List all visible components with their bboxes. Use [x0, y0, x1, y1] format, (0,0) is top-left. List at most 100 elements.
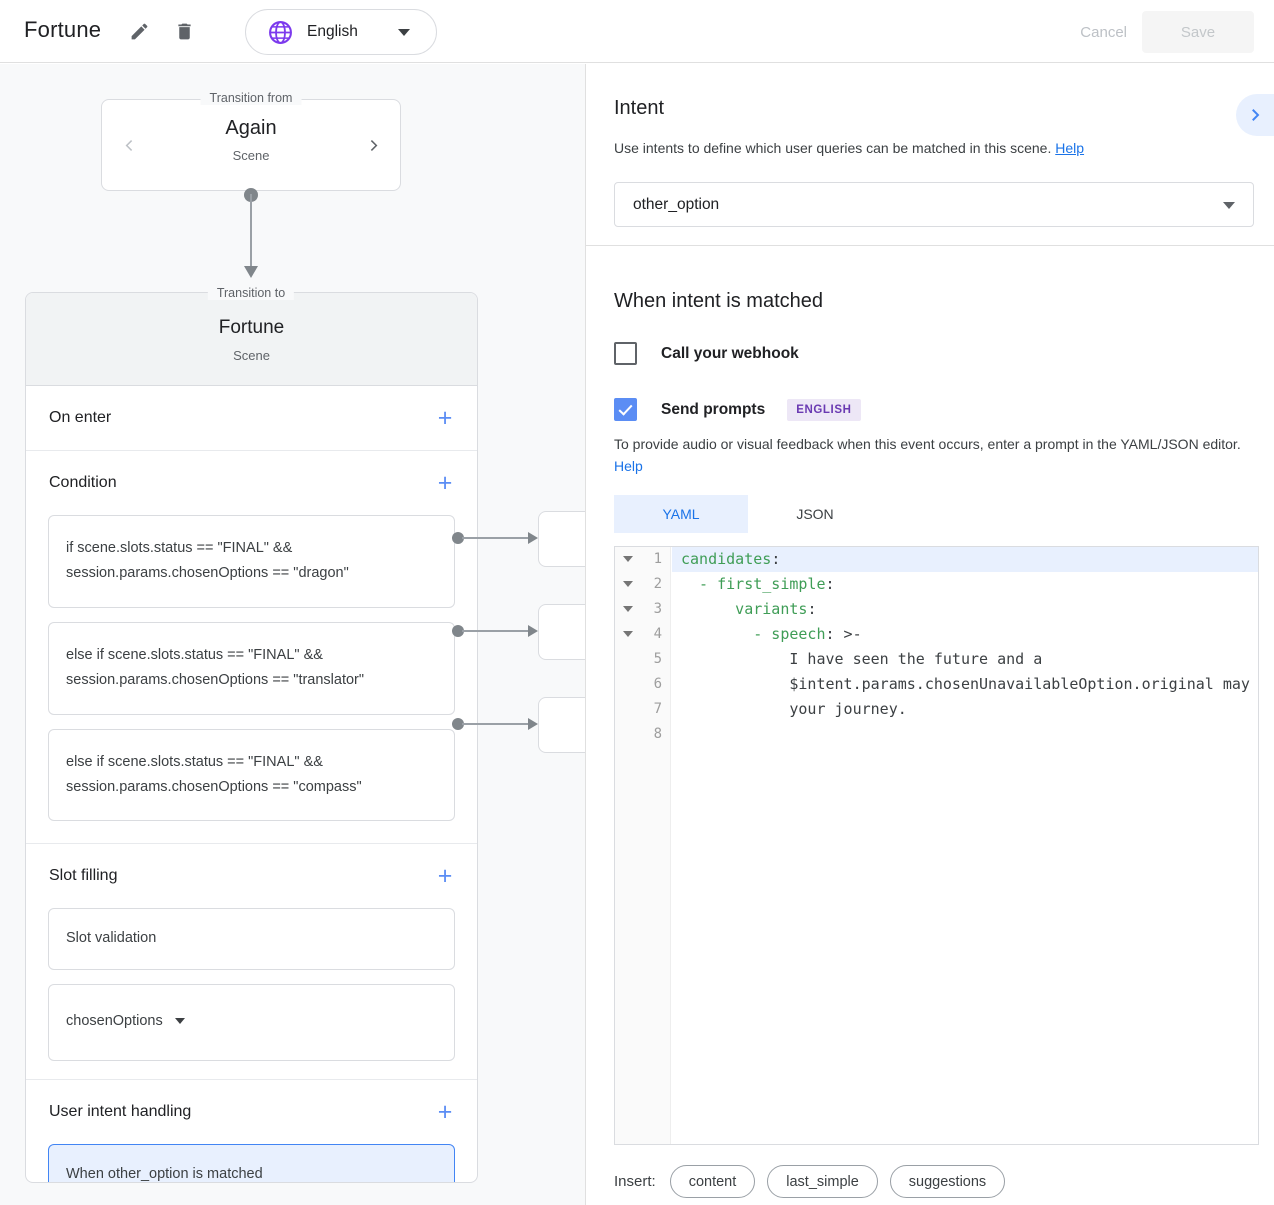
line-number: 8 — [653, 726, 662, 742]
transition-to-legend: Transition to — [207, 286, 295, 300]
section-user-intent-handling: User intent handling + When other_option… — [26, 1080, 477, 1182]
condition-target-box[interactable] — [538, 604, 586, 660]
code-line: - first_simple: — [672, 572, 1258, 597]
connector-arrowhead — [244, 266, 258, 278]
chevron-down-icon — [1223, 202, 1235, 209]
gutter-row: 4 — [615, 622, 670, 647]
slot-validation-item[interactable]: Slot validation — [48, 908, 455, 970]
previous-scene-button[interactable] — [116, 132, 142, 158]
yaml-text: I have seen the future and a — [681, 650, 1043, 668]
intent-help-link[interactable]: Help — [1055, 140, 1085, 156]
code-line: your journey. — [672, 697, 1258, 722]
condition-connector-dot — [452, 718, 464, 730]
tab-json[interactable]: JSON — [748, 495, 882, 533]
intent-heading: Intent — [614, 97, 665, 119]
yaml-punct: : — [825, 575, 835, 593]
yaml-punct: : — [771, 550, 781, 568]
add-slot-button[interactable]: + — [429, 860, 461, 892]
send-prompts-checkbox[interactable] — [614, 398, 637, 421]
delete-button[interactable] — [167, 14, 201, 48]
gutter-row: 8 — [615, 722, 670, 747]
condition-item[interactable]: else if scene.slots.status == "FINAL" &&… — [48, 621, 455, 715]
edit-name-button[interactable] — [122, 14, 156, 48]
webhook-checkbox-row[interactable]: Call your webhook — [614, 342, 799, 365]
add-condition-button[interactable]: + — [429, 467, 461, 499]
insert-chip-suggestions[interactable]: suggestions — [889, 1165, 1006, 1198]
code-line — [672, 722, 1258, 747]
condition-connector-line — [462, 537, 530, 539]
intent-select-value: other_option — [633, 195, 720, 213]
condition-item[interactable]: else if scene.slots.status == "FINAL" &&… — [48, 728, 455, 822]
transition-from-type: Scene — [232, 148, 270, 163]
webhook-checkbox[interactable] — [614, 342, 637, 365]
condition-target-box[interactable] — [538, 511, 586, 567]
chevron-left-icon — [125, 139, 132, 151]
editor-format-tabs: YAML JSON — [614, 495, 882, 533]
line-number: 5 — [653, 651, 662, 667]
transition-to-type: Scene — [233, 348, 270, 363]
section-on-enter: On enter + — [26, 386, 477, 451]
send-prompts-checkbox-row[interactable]: Send prompts ENGLISH — [614, 398, 861, 421]
gutter-row: 3 — [615, 597, 670, 622]
prompt-help-link[interactable]: Help — [614, 457, 643, 474]
language-selector[interactable]: English — [245, 9, 437, 55]
scene-detail-card: Fortune Scene On enter + Condition + if … — [25, 292, 478, 1183]
user-intent-item-selected[interactable]: When other_option is matched — [48, 1144, 455, 1182]
intent-section: Intent Use intents to define which user … — [586, 64, 1274, 246]
yaml-code-editor[interactable]: 1 2 3 4 5 6 7 8 candidates: - first_simp… — [614, 546, 1259, 1145]
top-bar: Fortune English Cancel Save — [0, 0, 1274, 63]
editor-code-area[interactable]: candidates: - first_simple: variants: - … — [672, 547, 1258, 1144]
line-number: 1 — [653, 551, 662, 567]
fold-triangle-icon[interactable] — [623, 631, 633, 637]
cancel-button[interactable]: Cancel — [1064, 14, 1143, 50]
condition-item[interactable]: if scene.slots.status == "FINAL" && sess… — [48, 515, 455, 608]
code-line: variants: — [672, 597, 1258, 622]
condition-connector-dot — [452, 532, 464, 544]
condition-target-box[interactable] — [538, 697, 586, 753]
gutter-row: 7 — [615, 697, 670, 722]
when-intent-matched-heading: When intent is matched — [614, 290, 823, 312]
language-label: English — [307, 23, 358, 40]
condition-connector-arrowhead — [528, 625, 538, 637]
section-title-on-enter: On enter — [49, 409, 112, 426]
gutter-row: 6 — [615, 672, 670, 697]
condition-connector-arrowhead — [528, 718, 538, 730]
slot-item-chosenoptions[interactable]: chosenOptions — [48, 983, 455, 1061]
yaml-key: variants — [681, 600, 808, 618]
section-condition: Condition + if scene.slots.status == "FI… — [26, 451, 477, 845]
expand-panel-button[interactable] — [1236, 94, 1274, 136]
transition-from-card[interactable]: Transition from Again Scene — [101, 91, 401, 191]
condition-connector-line — [462, 723, 530, 725]
next-scene-button[interactable] — [360, 132, 386, 158]
panel-divider — [585, 64, 586, 1205]
prompt-description-text: To provide audio or visual feedback when… — [614, 436, 1241, 452]
code-line: - speech: >- — [672, 622, 1258, 647]
scene-card-header: Fortune Scene — [26, 293, 477, 386]
insert-chip-content[interactable]: content — [669, 1165, 756, 1198]
line-number: 3 — [653, 601, 662, 617]
yaml-key: - first_simple — [681, 575, 826, 593]
code-line: I have seen the future and a — [672, 647, 1258, 672]
fold-triangle-icon[interactable] — [623, 556, 633, 562]
line-number: 2 — [653, 576, 662, 592]
gutter-row: 2 — [615, 572, 670, 597]
intent-select[interactable]: other_option — [614, 182, 1254, 227]
fold-triangle-icon[interactable] — [623, 606, 633, 612]
add-user-intent-button[interactable]: + — [429, 1096, 461, 1128]
yaml-punct: : >- — [825, 625, 862, 643]
fold-triangle-icon[interactable] — [623, 581, 633, 587]
add-on-enter-button[interactable]: + — [429, 402, 461, 434]
section-title-condition: Condition — [49, 474, 117, 491]
intent-description-text: Use intents to define which user queries… — [614, 140, 1052, 156]
section-slot-filling: Slot filling + Slot validation chosenOpt… — [26, 844, 477, 1080]
yaml-text: your journey. — [681, 700, 907, 718]
insert-chip-last-simple[interactable]: last_simple — [767, 1165, 878, 1198]
save-button[interactable]: Save — [1142, 11, 1254, 53]
line-number: 6 — [653, 676, 662, 692]
yaml-key: - speech — [681, 625, 826, 643]
slot-name-label: chosenOptions — [66, 1012, 163, 1029]
trash-icon — [177, 23, 191, 39]
editor-gutter: 1 2 3 4 5 6 7 8 — [615, 547, 671, 1144]
tab-yaml[interactable]: YAML — [614, 495, 748, 533]
webhook-label: Call your webhook — [661, 344, 799, 362]
